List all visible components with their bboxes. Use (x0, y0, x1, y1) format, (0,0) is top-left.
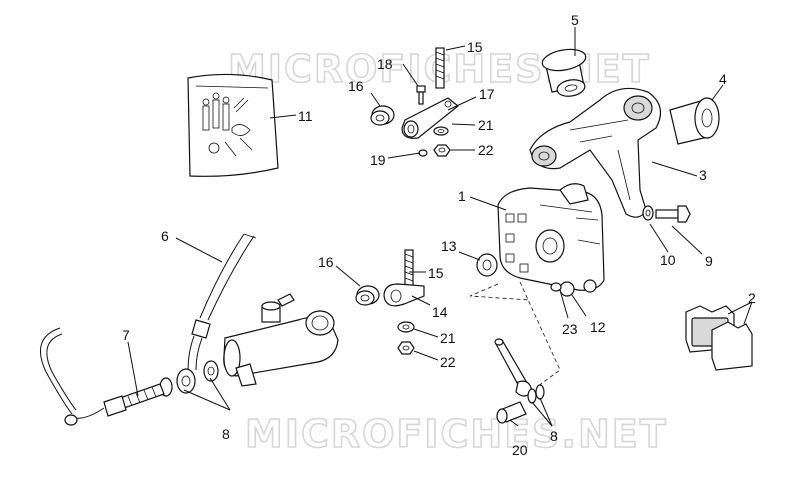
rod-7 (39, 327, 165, 426)
bleed-valve-23 (550, 282, 562, 292)
label-part-11: 11 (298, 108, 313, 124)
nut-22-bottom (397, 341, 415, 355)
label-part-6: 6 (161, 228, 169, 244)
seal-kit-bag (187, 73, 279, 177)
nut-19 (418, 149, 428, 157)
label-part-8-right: 8 (550, 428, 558, 444)
washer-21-bottom (397, 321, 415, 333)
washer-10 (642, 205, 654, 221)
stud-bottom (404, 249, 414, 291)
nut-22-top (433, 144, 451, 157)
grommet-top (370, 105, 395, 126)
label-part-17: 17 (479, 86, 495, 102)
label-part-7: 7 (122, 327, 130, 343)
grommet-bottom (355, 285, 380, 306)
label-part-15-top: 15 (467, 39, 483, 55)
label-part-20: 20 (512, 442, 528, 458)
label-part-12: 12 (590, 319, 606, 335)
label-part-10: 10 (660, 252, 676, 268)
caliper-bracket-3 (529, 87, 662, 218)
label-part-5: 5 (571, 12, 579, 28)
bolt-9 (655, 205, 691, 223)
bushing-4 (669, 97, 720, 145)
brake-hose-6 (187, 233, 257, 371)
label-part-16-top: 16 (348, 78, 364, 94)
assembly-line-1 (519, 281, 561, 387)
label-part-2: 2 (748, 290, 756, 306)
label-part-23: 23 (562, 321, 578, 337)
label-part-3: 3 (699, 167, 707, 183)
label-part-21-top: 21 (478, 117, 494, 133)
bushing-5 (541, 48, 587, 97)
banjo-bolt-20 (494, 338, 533, 424)
label-part-19: 19 (370, 152, 386, 168)
watermark-bottom: MICROFICHES.NET (245, 412, 668, 456)
label-part-1: 1 (458, 188, 466, 204)
label-part-13: 13 (441, 238, 457, 254)
brake-caliper-1 (497, 183, 605, 293)
label-part-16-bottom: 16 (318, 254, 334, 270)
master-cylinder (223, 293, 339, 387)
label-part-22-bottom: 22 (440, 354, 456, 370)
banjo-assembly-left (159, 360, 219, 397)
label-part-9: 9 (705, 253, 713, 269)
screw-18 (416, 85, 426, 105)
label-part-4: 4 (719, 71, 727, 87)
label-part-8-left: 8 (222, 426, 230, 442)
bracket-17 (401, 97, 459, 139)
screw-12 (559, 281, 575, 297)
label-part-18: 18 (377, 56, 393, 72)
label-part-21-bottom: 21 (440, 330, 456, 346)
washer-21-top (433, 126, 449, 136)
label-part-22-top: 22 (478, 142, 494, 158)
cap-13 (476, 253, 498, 277)
label-part-14: 14 (432, 304, 448, 320)
label-part-15-bottom: 15 (428, 265, 444, 281)
leader-lines (127, 27, 753, 427)
assembly-line-2 (469, 283, 531, 301)
clamp-14 (383, 283, 425, 307)
stud-top (435, 47, 445, 89)
brake-pads-2 (685, 305, 753, 371)
